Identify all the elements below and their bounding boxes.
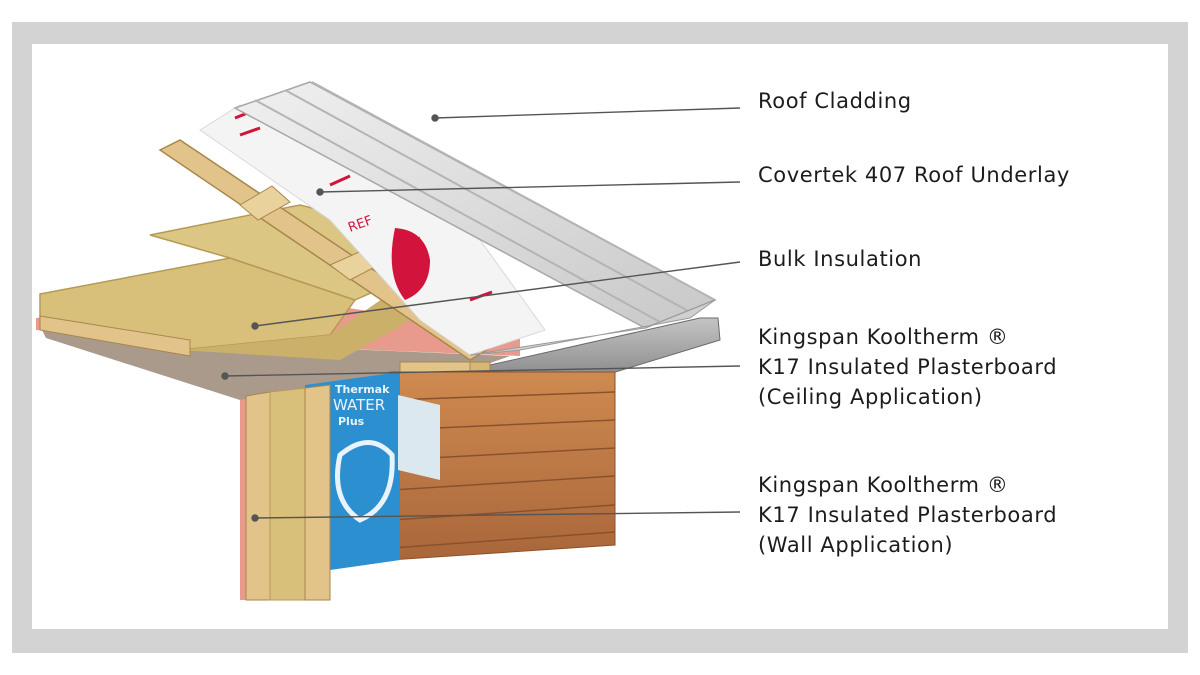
label-bulk-insulation: Bulk Insulation <box>758 244 922 274</box>
wall-insulation <box>269 387 306 601</box>
wrap-print-line1: Thermak <box>335 383 390 396</box>
wall-stud-front <box>245 391 271 601</box>
label-roof-cladding: Roof Cladding <box>758 86 912 116</box>
ceiling-joist <box>39 315 191 357</box>
leader-ceiling-board <box>224 365 741 377</box>
leader-bulk-insulation <box>254 261 741 327</box>
label-ceiling-line1: Kingspan Kooltherm ® <box>758 325 1009 349</box>
label-roof-cladding-text: Roof Cladding <box>758 89 912 113</box>
insulation-edge <box>180 290 420 360</box>
label-ceiling-plasterboard: Kingspan Kooltherm ® K17 Insulated Plast… <box>758 322 1057 412</box>
batten <box>239 185 291 221</box>
label-wall-plasterboard: Kingspan Kooltherm ® K17 Insulated Plast… <box>758 470 1057 560</box>
underlay-logo <box>391 228 430 300</box>
label-ceiling-line3: (Ceiling Application) <box>758 385 983 409</box>
cladding-edge <box>469 299 716 356</box>
leader-lines <box>221 107 741 522</box>
window-flashing <box>398 395 440 480</box>
wall-stud-back <box>304 384 331 601</box>
cladding-ribs <box>254 81 716 323</box>
weatherboard-lines <box>391 391 616 549</box>
leader-wall-board <box>254 511 741 519</box>
wrap-logo <box>335 440 395 523</box>
wrap-print-line2: WATER <box>333 396 385 414</box>
label-roof-underlay: Covertek 407 Roof Underlay <box>758 160 1070 190</box>
label-wall-line1: Kingspan Kooltherm ® <box>758 473 1009 497</box>
label-bulk-insulation-text: Bulk Insulation <box>758 247 923 271</box>
leader-roof-cladding <box>434 107 741 119</box>
label-wall-line2: K17 Insulated Plasterboard <box>758 503 1058 527</box>
leader-roof-underlay <box>319 181 741 193</box>
underlay-print-marks <box>234 110 493 302</box>
label-roof-underlay-text: Covertek 407 Roof Underlay <box>758 163 1070 187</box>
label-wall-line3: (Wall Application) <box>758 533 954 557</box>
label-ceiling-line2: K17 Insulated Plasterboard <box>758 355 1058 379</box>
wrap-print-line3: Plus <box>338 415 365 428</box>
